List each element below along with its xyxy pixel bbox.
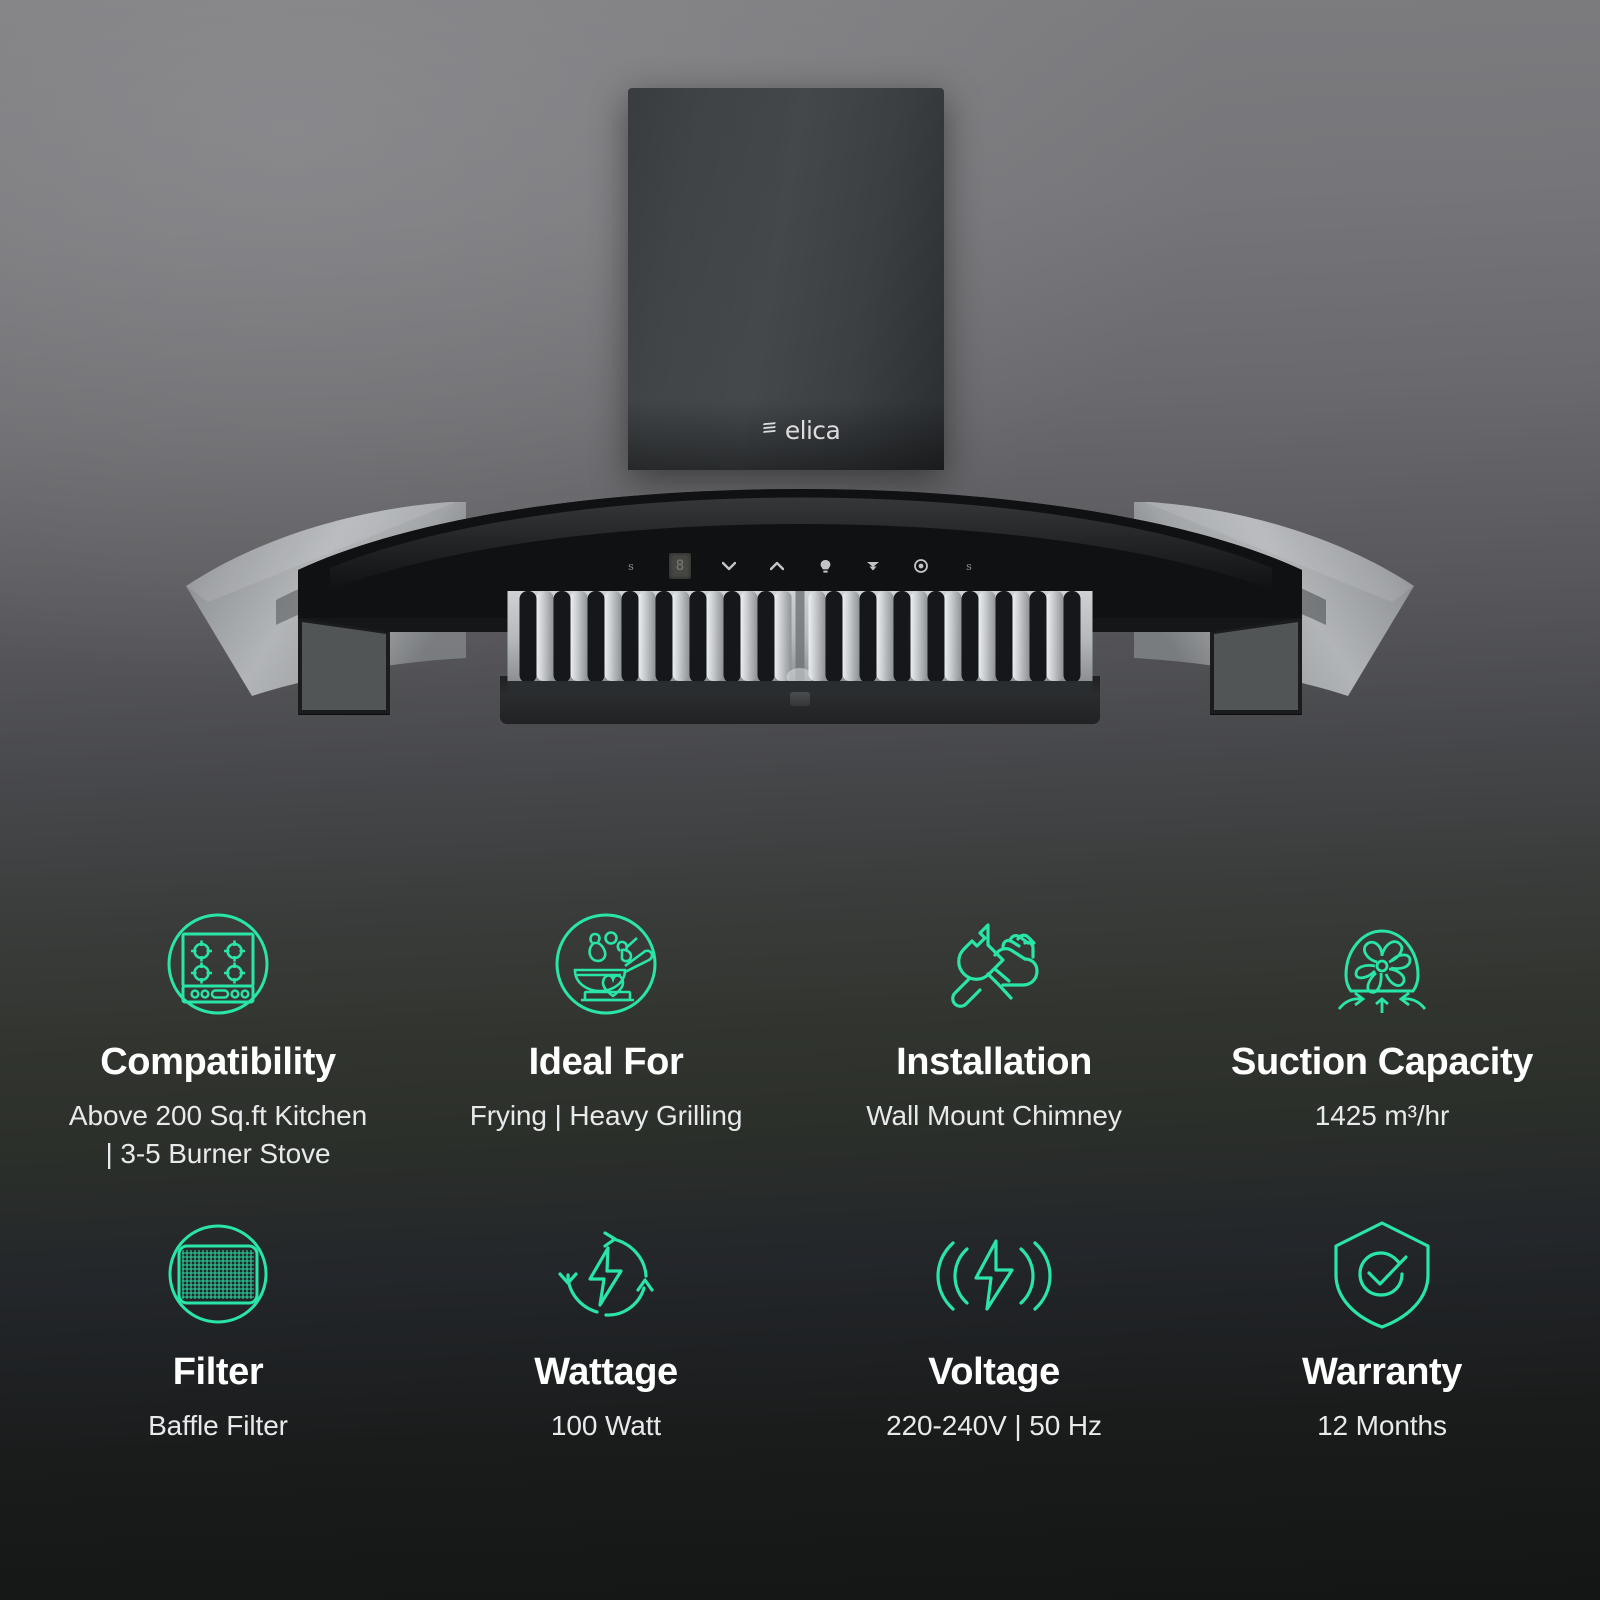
duct-highlight (628, 88, 793, 470)
feature-value-line: 1425 m³/hr (1314, 1099, 1450, 1131)
speed-up-button[interactable] (767, 555, 787, 577)
feature-ideal-for: Ideal For Frying | Heavy Grilling (412, 900, 800, 1210)
shield-check-icon (1321, 1210, 1443, 1338)
feature-title: Compatibility (100, 1041, 336, 1083)
feature-title: Filter (172, 1351, 264, 1393)
feature-row-2: Filter Baffle Filter (24, 1210, 1576, 1510)
speed-down-button[interactable] (719, 555, 739, 577)
feature-value-line: Wall Mount Chimney (866, 1099, 1122, 1131)
feature-warranty: Warranty 12 Months (1188, 1210, 1576, 1510)
elica-brand-logo: elica (760, 416, 841, 445)
feature-filter: Filter Baffle Filter (24, 1210, 412, 1510)
feature-title: Suction Capacity (1231, 1041, 1533, 1083)
feature-value: 100 Watt (551, 1407, 661, 1446)
feature-value: 1425 m³/hr (1314, 1097, 1450, 1136)
product-image: elica (186, 88, 1414, 724)
frying-pan-icon (545, 900, 667, 1028)
base-latch-knob (790, 692, 810, 706)
elica-logo-text: elica (784, 416, 841, 445)
chimney-duct (628, 88, 944, 470)
feature-title: Ideal For (528, 1041, 684, 1083)
feature-row-1: Compatibility Above 200 Sq.ft Kitchen | … (24, 900, 1576, 1210)
fan-button[interactable] (863, 555, 883, 577)
baffle-mesh-icon (157, 1210, 279, 1338)
feature-value-line: Baffle Filter (148, 1409, 288, 1441)
touch-control-panel[interactable]: s 8 s (621, 553, 979, 579)
feature-title: Voltage (928, 1351, 1060, 1393)
feature-value: Frying | Heavy Grilling (470, 1097, 743, 1136)
feature-value: Wall Mount Chimney (866, 1097, 1122, 1136)
cooktop-icon (157, 900, 279, 1028)
duct-shadow (628, 400, 944, 470)
feature-title: Wattage (534, 1351, 678, 1393)
feature-value: Baffle Filter (148, 1407, 288, 1446)
digital-display: 8 (669, 553, 691, 579)
feature-wattage: Wattage 100 Watt (412, 1210, 800, 1510)
feature-value-line: 12 Months (1317, 1409, 1447, 1441)
feature-value-line: 220-240V | 50 Hz (886, 1409, 1102, 1441)
power-button[interactable] (911, 555, 931, 577)
feature-specs-grid: Compatibility Above 200 Sq.ft Kitchen | … (0, 900, 1600, 1600)
speed-indicator-right-icon: s (966, 559, 972, 573)
feature-value-line: | 3-5 Burner Stove (105, 1138, 331, 1170)
feature-title: Warranty (1301, 1351, 1463, 1393)
voltage-bolt-icon (933, 1210, 1055, 1338)
feature-suction-capacity: Suction Capacity 1425 m³/hr (1188, 900, 1576, 1210)
power-cycle-bolt-icon (545, 1210, 667, 1338)
feature-value: 12 Months (1317, 1407, 1447, 1446)
feature-value: 220-240V | 50 Hz (886, 1407, 1102, 1446)
feature-value-line: Above 200 Sq.ft Kitchen (68, 1099, 368, 1131)
fan-airflow-icon (1321, 900, 1443, 1028)
feature-value-line: Frying | Heavy Grilling (469, 1099, 743, 1131)
feature-value-line: 100 Watt (550, 1409, 662, 1441)
feature-title: Installation (896, 1041, 1092, 1083)
feature-compatibility: Compatibility Above 200 Sq.ft Kitchen | … (24, 900, 412, 1210)
feature-value: Above 200 Sq.ft Kitchen | 3-5 Burner Sto… (69, 1097, 367, 1174)
feature-installation: Installation Wall Mount Chimney (800, 900, 1188, 1210)
baffle-filter-assembly (507, 591, 1093, 694)
wrench-hand-icon (933, 900, 1055, 1028)
light-button[interactable] (815, 555, 835, 577)
elica-logo-mark (760, 418, 780, 443)
speed-indicator-left-icon: s (628, 559, 634, 573)
feature-voltage: Voltage 220-240V | 50 Hz (800, 1210, 1188, 1510)
